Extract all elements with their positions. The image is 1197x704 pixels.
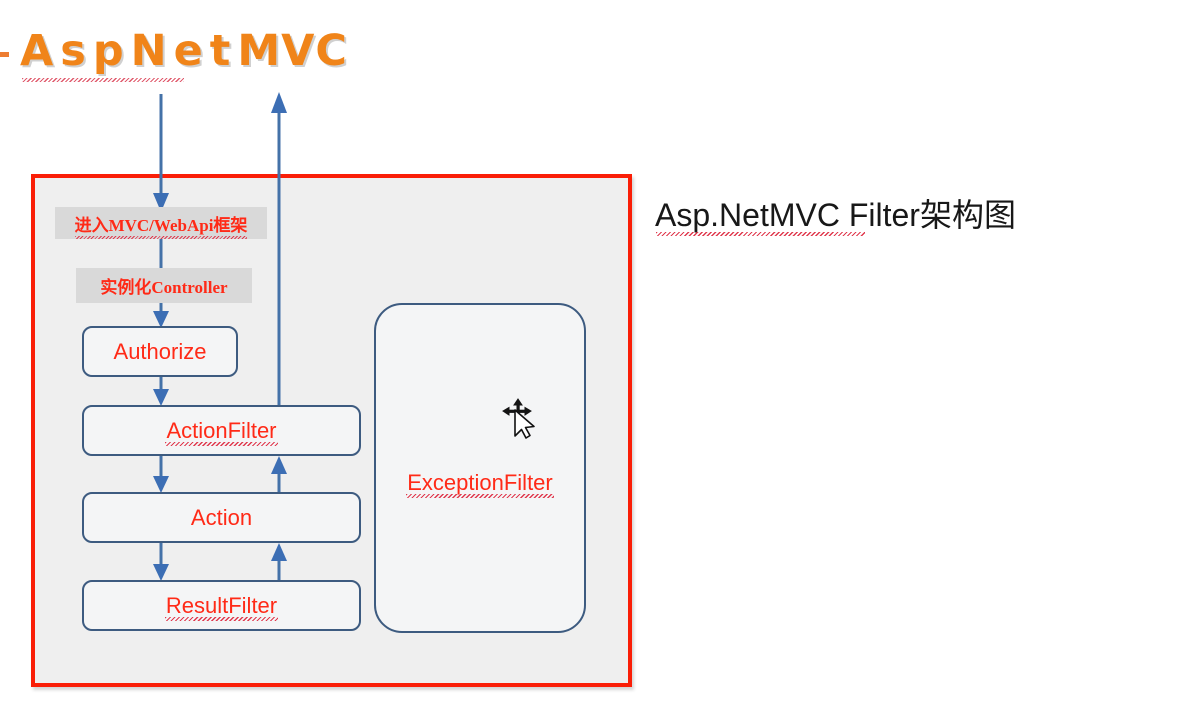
pipeline-box-resultfilter[interactable]: ResultFilter xyxy=(82,580,361,631)
pipeline-box-exceptionfilter[interactable]: ExceptionFilter xyxy=(374,303,586,633)
connector-instantiate-to-authorize xyxy=(153,303,169,328)
page-title-sub: MVC xyxy=(237,26,348,76)
pipeline-box-action-label: Action xyxy=(190,504,253,530)
pipeline-box-actionfilter-label: ActionFilter xyxy=(165,417,278,447)
stage-label-instantiate-controller: 实例化Controller xyxy=(76,268,252,303)
connector-actionfilter-to-action xyxy=(153,456,169,493)
pipeline-box-action[interactable]: Action xyxy=(82,492,361,543)
request-in-arrow xyxy=(153,94,169,212)
stage-label-enter-framework: 进入MVC/WebApi框架 xyxy=(55,207,267,239)
connector-enter-to-instantiate xyxy=(159,239,163,269)
connector-action-to-resultfilter xyxy=(153,543,169,581)
pipeline-box-resultfilter-label: ResultFilter xyxy=(164,592,279,622)
connector-action-to-actionfilter xyxy=(271,456,287,494)
bullet-dash-icon xyxy=(0,52,9,57)
title-spellcheck-squiggle xyxy=(22,78,184,82)
pipeline-box-actionfilter[interactable]: ActionFilter xyxy=(82,405,361,456)
diagram-caption: Asp.NetMVC Filter架构图 xyxy=(655,197,1016,233)
connector-resultfilter-to-action xyxy=(271,543,287,582)
connector-authorize-to-actionfilter xyxy=(153,377,169,406)
stage-label-enter-framework-text: 进入MVC/WebApi框架 xyxy=(74,211,247,239)
pipeline-box-authorize[interactable]: Authorize xyxy=(82,326,238,377)
stage-label-instantiate-controller-text: 实例化Controller xyxy=(100,278,228,297)
caption-spellcheck-squiggle xyxy=(656,232,865,236)
slide-title-row: AspNetMVC xyxy=(0,16,600,82)
pipeline-box-exceptionfilter-label: ExceptionFilter xyxy=(406,470,554,499)
response-out-arrow xyxy=(271,92,287,407)
page-title-main: AspNet xyxy=(20,26,238,76)
pipeline-box-authorize-label: Authorize xyxy=(113,338,207,364)
page-title: AspNetMVC xyxy=(20,26,348,76)
